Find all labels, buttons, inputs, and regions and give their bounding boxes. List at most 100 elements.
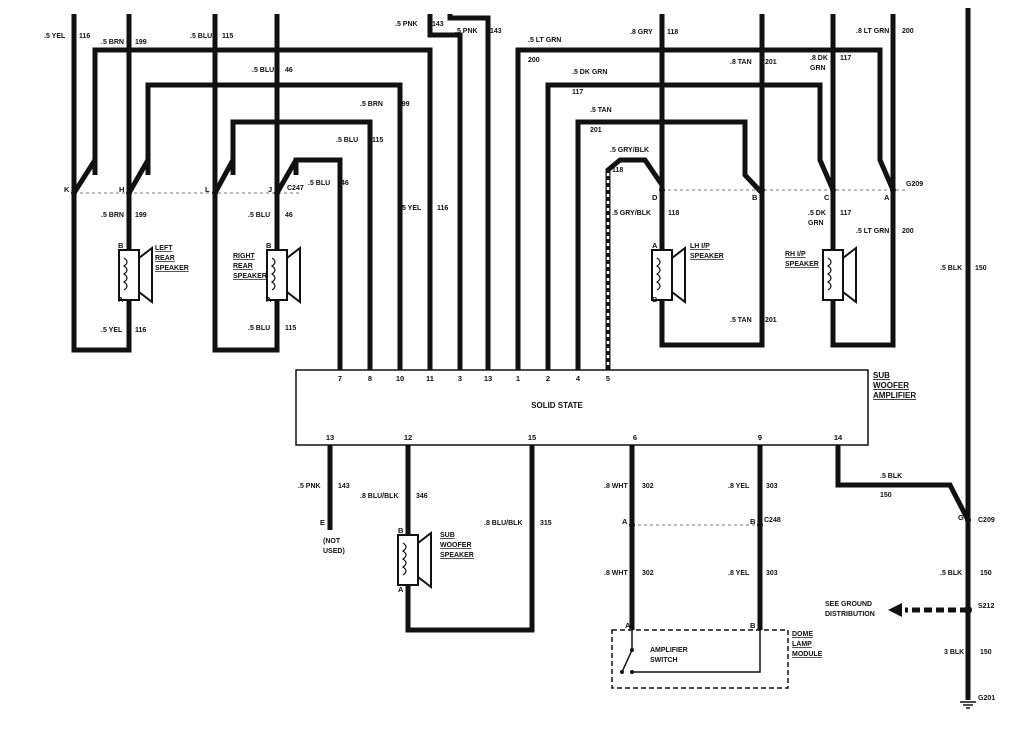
wire-number: 143: [490, 28, 502, 35]
wire-number: 46: [341, 180, 349, 187]
wire-label: .5 BLK: [940, 265, 962, 272]
lh-ip-speaker: LH I/P SPEAKER A B: [651, 241, 724, 305]
wire-label: .5 LT GRN: [528, 37, 561, 44]
pin-A: A: [622, 517, 628, 526]
connector-s212: S212: [978, 603, 994, 610]
wire-number: 199: [135, 212, 147, 219]
pin-B: B: [118, 241, 124, 250]
pin-top-13: 13: [484, 374, 492, 383]
amp-switch-label-2: SWITCH: [650, 657, 678, 664]
rh-ip-speaker: RH I/P SPEAKER: [785, 245, 857, 305]
pin-top-3: 3: [458, 374, 462, 383]
right-rear-label-3: SPEAKER: [233, 273, 267, 280]
wire-number: 115: [222, 33, 233, 40]
pin-J: J: [268, 185, 272, 194]
wire-number: 46: [285, 67, 293, 74]
wire-label: .5 TAN: [590, 107, 612, 114]
splice-s212: [964, 606, 972, 614]
amplifier-title-2: WOOFER: [873, 381, 909, 390]
wire-label: .8 WHT: [604, 483, 628, 490]
sub-woofer-label-3: SPEAKER: [440, 552, 474, 559]
amplifier-title-3: AMPLIFIER: [873, 391, 916, 400]
wire-number: 150: [980, 649, 992, 656]
pin-top-5: 5: [606, 374, 610, 383]
wire-label: .8 WHT: [604, 570, 628, 577]
sub-woofer-label-1: SUB: [440, 532, 455, 539]
rh-ip-label-2: SPEAKER: [785, 261, 819, 268]
wire-label: .8 GRY: [630, 29, 653, 36]
left-rear-speaker: LEFT REAR SPEAKER B A: [118, 241, 189, 305]
wire-number: 117: [572, 89, 583, 96]
pin-B: B: [266, 241, 272, 250]
pin-B: B: [398, 526, 404, 535]
pin-bottom-14: 14: [834, 433, 843, 442]
ground-symbol-icon: [960, 701, 976, 709]
wire-label: .5 BLK: [880, 473, 902, 480]
pin-L: L: [205, 185, 210, 194]
rh-ip-label-1: RH I/P: [785, 251, 806, 258]
sub-woofer-label-2: WOOFER: [440, 542, 472, 549]
wire-number: 118: [667, 29, 678, 36]
wire-label: .5 BLK: [940, 570, 962, 577]
right-rear-label-2: REAR: [233, 263, 253, 270]
wire-116-jog: [92, 47, 433, 370]
lower-wires: [327, 445, 971, 633]
wire-315-blublk: [405, 445, 535, 633]
wire-number: 117: [840, 210, 851, 217]
wire-label: .5 BLU: [308, 180, 330, 187]
connector-dots: [71, 187, 971, 528]
wire-label: .5 DK: [808, 210, 826, 217]
right-rear-label-1: RIGHT: [233, 253, 256, 260]
wire-label: GRN: [808, 220, 824, 227]
wire-l-diag: [212, 158, 236, 195]
wire-number: 116: [79, 33, 90, 40]
wire-115-jog: [230, 119, 373, 370]
ground-arrow-head: [888, 603, 902, 617]
not-used-2: USED): [323, 548, 345, 555]
pin-B: B: [750, 621, 756, 630]
wire-number: 315: [540, 520, 552, 527]
pin-B: B: [752, 193, 758, 202]
pin-H: H: [119, 185, 124, 194]
wire-label: .5 BRN: [101, 39, 124, 46]
wire-label: .5 YEL: [400, 205, 422, 212]
wire-label: .5 YEL: [44, 33, 66, 40]
wire-143-pnk-b: [447, 14, 491, 370]
wire-number: 200: [902, 228, 914, 235]
wire-label: .5 BLU: [248, 325, 270, 332]
wire-number: 346: [416, 493, 428, 500]
sub-woofer-speaker: SUB WOOFER SPEAKER B A: [397, 526, 474, 594]
amplifier-body-text: SOLID STATE: [531, 401, 583, 410]
sub-woofer-amplifier: SOLID STATE SUB WOOFER AMPLIFIER 7 8 10 …: [295, 369, 916, 446]
wire-200-ltgrn: [515, 47, 896, 370]
wire-number: 201: [765, 317, 777, 324]
connector-g209: G209: [906, 181, 923, 188]
pin-A: A: [398, 585, 404, 594]
wire-j-diag: [274, 158, 299, 195]
wire-number: 143: [338, 483, 350, 490]
wire-label: .5 BLU: [190, 33, 212, 40]
pin-top-2: 2: [546, 374, 550, 383]
connector-c247: C247: [287, 185, 304, 192]
wire-label: .5 BLU: [248, 212, 270, 219]
amp-switch-label-1: AMPLIFIER: [650, 647, 688, 654]
wire-label: .5 LT GRN: [856, 228, 889, 235]
wire-number: 116: [437, 205, 448, 212]
pin-top-11: 11: [426, 374, 434, 383]
wire-label: .5 TAN: [730, 317, 752, 324]
wire-number: 150: [975, 265, 987, 272]
wire-number: 201: [590, 127, 602, 134]
pin-bottom-6: 6: [633, 433, 637, 442]
wire-label: .5 BLU: [336, 137, 358, 144]
amplifier-title-1: SUB: [873, 371, 890, 380]
pin-A: A: [652, 241, 658, 250]
wire-label: 3 BLK: [944, 649, 964, 656]
pin-bottom-9: 9: [758, 433, 762, 442]
wire-number: 302: [642, 570, 654, 577]
connector-c248: C248: [764, 517, 781, 524]
wire-number: 115: [372, 137, 383, 144]
wire-number: 117: [840, 55, 851, 62]
lh-ip-label-1: LH I/P: [690, 243, 710, 250]
wire-label: .5 DK GRN: [572, 69, 607, 76]
